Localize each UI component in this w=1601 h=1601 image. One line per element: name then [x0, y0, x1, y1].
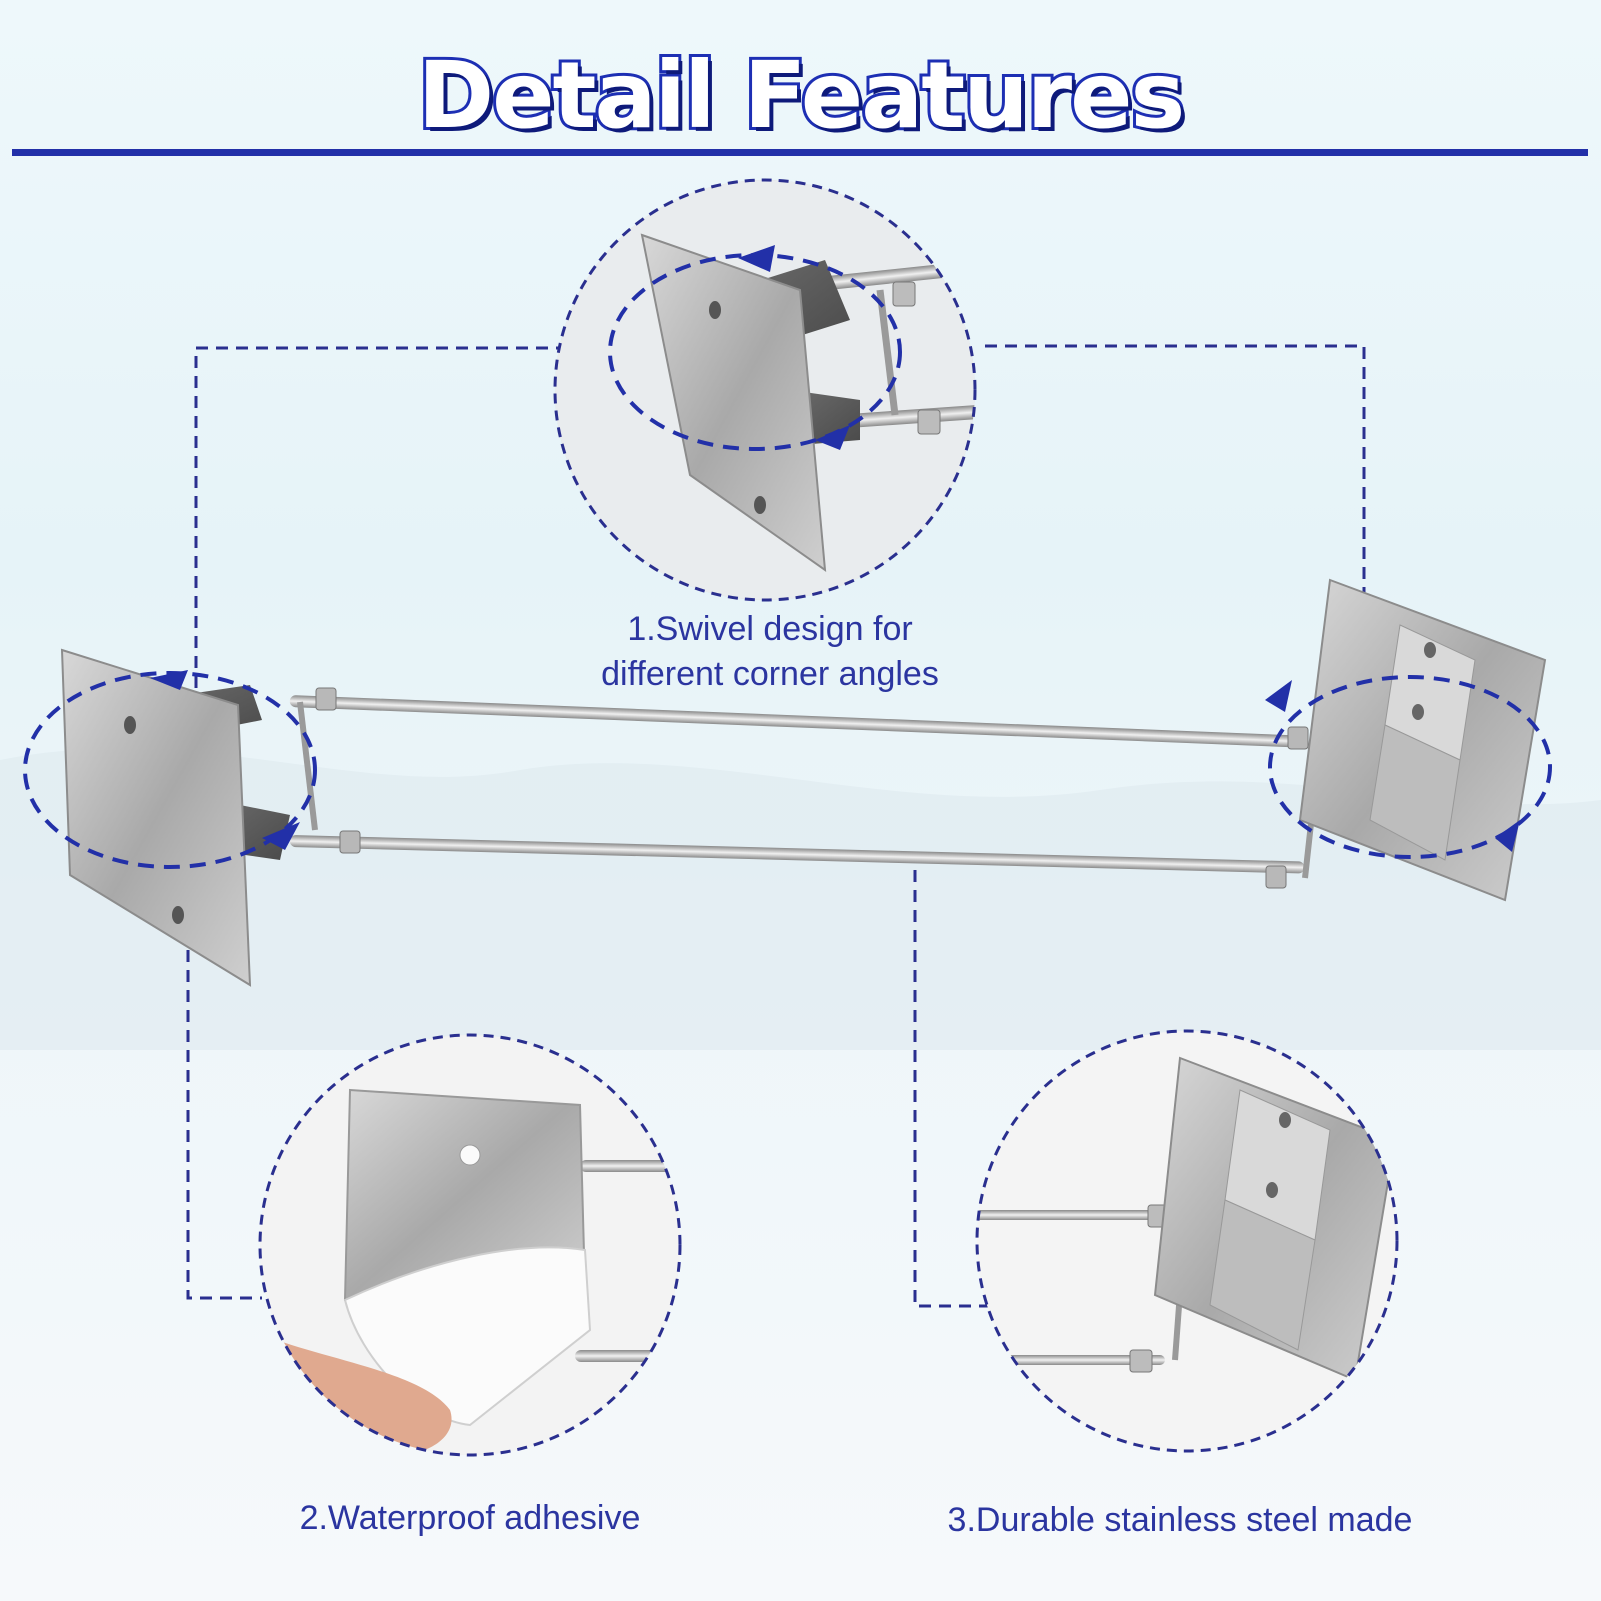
- feature-swivel-caption: 1.Swivel design for different corner ang…: [520, 607, 1020, 697]
- title-divider: [12, 149, 1588, 156]
- main-product: [60, 578, 1547, 987]
- feature-steel-image: [975, 1029, 1399, 1453]
- feature-adhesive-caption: 2.Waterproof adhesive: [299, 1499, 641, 1537]
- swivel-arrows: [23, 671, 1552, 869]
- connector-lines: [186, 344, 1366, 1308]
- feature-swivel-image: [553, 178, 977, 602]
- feature-swivel-label-line2: different corner angles: [601, 655, 939, 693]
- feature-steel-caption: 3.Durable stainless steel made: [947, 1501, 1413, 1539]
- feature-adhesive-image: [258, 1033, 682, 1457]
- feature-swivel-label: 1.Swivel design for: [627, 610, 913, 648]
- page-title: Detail Features: [415, 39, 1189, 152]
